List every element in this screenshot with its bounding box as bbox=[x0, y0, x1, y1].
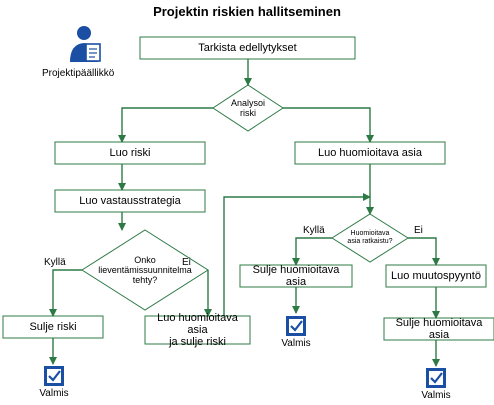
arrow-resolved-no-to-change-request bbox=[408, 237, 440, 266]
edge-label-yes: Kyllä bbox=[303, 225, 325, 236]
node-create-risk-box bbox=[54, 141, 206, 165]
arrow-analyze-to-create-issue bbox=[283, 107, 374, 143]
mitigation-question-diamond bbox=[81, 229, 209, 311]
project-manager-icon bbox=[70, 26, 101, 62]
node-close-risk: Sulje riski bbox=[29, 321, 77, 333]
node-close-issue-2: Sulje huomioitava asia bbox=[395, 317, 483, 341]
diagram-title: Projektin riskien hallitseminen bbox=[153, 4, 341, 19]
issue-resolved-diamond bbox=[331, 213, 409, 263]
done-label: Valmis bbox=[39, 388, 69, 399]
node-issue-and-close: Luo huomioitava asia ja sulje riski bbox=[157, 312, 238, 348]
edge-label-no: Ei bbox=[182, 257, 191, 268]
done-check-icon bbox=[44, 366, 64, 386]
arrow-issue-and-close-to-resolved bbox=[223, 193, 371, 316]
node-close-issue-1: Sulje huomioitava asia bbox=[252, 264, 340, 288]
node-create-risk: Luo riski bbox=[109, 147, 151, 159]
node-change-request: Luo muutospyyntö bbox=[391, 270, 481, 282]
node-strategy: Luo vastausstrategia bbox=[79, 195, 181, 207]
node-issue-resolved-question: Huomioitava asia ratkaistu? bbox=[347, 230, 393, 245]
node-mitigation-question: Onko lieventämissuunnitelma tehty? bbox=[98, 255, 192, 285]
done-label: Valmis bbox=[421, 390, 451, 401]
node-strategy-box bbox=[54, 189, 206, 213]
node-check: Tarkista edellytykset bbox=[198, 42, 297, 54]
analyze-diamond bbox=[212, 84, 284, 132]
node-issue-and-close-box bbox=[144, 315, 251, 345]
node-create-issue: Luo huomioitava asia bbox=[318, 147, 422, 159]
arrow-resolved-yes-to-close-issue bbox=[292, 237, 332, 266]
edge-label-yes: Kyllä bbox=[44, 257, 66, 268]
done-check-icon bbox=[286, 316, 306, 336]
arrow-question-yes-to-close-risk bbox=[49, 269, 82, 317]
node-analyze: Analysoi riski bbox=[230, 98, 266, 118]
done-label: Valmis bbox=[281, 338, 311, 349]
edge-label-no: Ei bbox=[414, 225, 423, 236]
arrow-analyze-to-create-risk bbox=[118, 107, 213, 143]
done-check-icon bbox=[426, 368, 446, 388]
actor-label: Projektipäällikkö bbox=[42, 68, 115, 79]
